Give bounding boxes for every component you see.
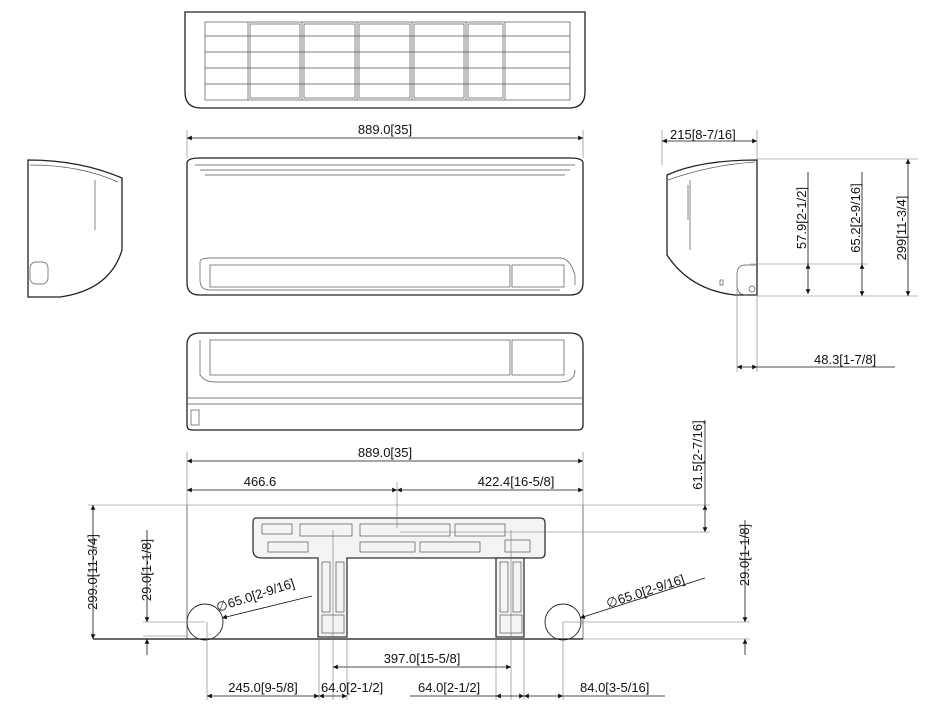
side-height-label: 299[11-3/4] <box>894 196 909 261</box>
left-leg-label: 64.0[2-1/2] <box>321 680 383 695</box>
left-hole-offset-label: 245.0[9-5/8] <box>228 680 297 695</box>
right-hole-dia-label: 65.0[2-9/16] <box>616 571 687 607</box>
plate-top-label: 61.5[2-7/16] <box>690 420 705 489</box>
front-width-label: 889.0[35] <box>358 122 412 137</box>
top-view <box>184 11 586 109</box>
installation-plate <box>93 505 584 641</box>
leg-span-label: 397.0[15-5/8] <box>384 651 461 666</box>
side-483-label: 48.3[1-7/8] <box>814 352 876 367</box>
left-hole-dia-label: 65.0[2-9/16] <box>226 575 297 611</box>
bottom-view <box>186 332 584 431</box>
side-depth-label: 215[8-7/16] <box>670 127 736 142</box>
plate-height-label: 299.0[11-3/4] <box>85 534 100 610</box>
right-side-view <box>666 159 758 296</box>
right-leg-label: 64.0[2-1/2] <box>418 680 480 695</box>
plate-width-label: 889.0[35] <box>358 445 412 460</box>
right-hole-offset-label: 84.0[3-5/16] <box>580 680 649 695</box>
side-579-label: 57.9[2-1/2] <box>794 187 809 249</box>
plate-right-label: 422.4[16-5/8] <box>478 474 555 489</box>
front-view <box>186 157 584 296</box>
plate-left-label: 466.6 <box>244 474 277 489</box>
diameter-symbol: ∅ <box>604 593 619 611</box>
diameter-symbol: ∅ <box>214 597 229 615</box>
right-hole-dia-callout: ∅ 65.0[2-9/16] <box>604 571 686 610</box>
left-side-view <box>27 159 123 298</box>
right-hole-height-label: 29.0[1-1/8] <box>737 524 752 586</box>
left-hole-height-label: 29.0[1-1/8] <box>139 539 154 601</box>
side-652-label: 65.2[2-9/16] <box>848 183 863 252</box>
left-hole-dia-callout: ∅ 65.0[2-9/16] <box>214 575 296 614</box>
